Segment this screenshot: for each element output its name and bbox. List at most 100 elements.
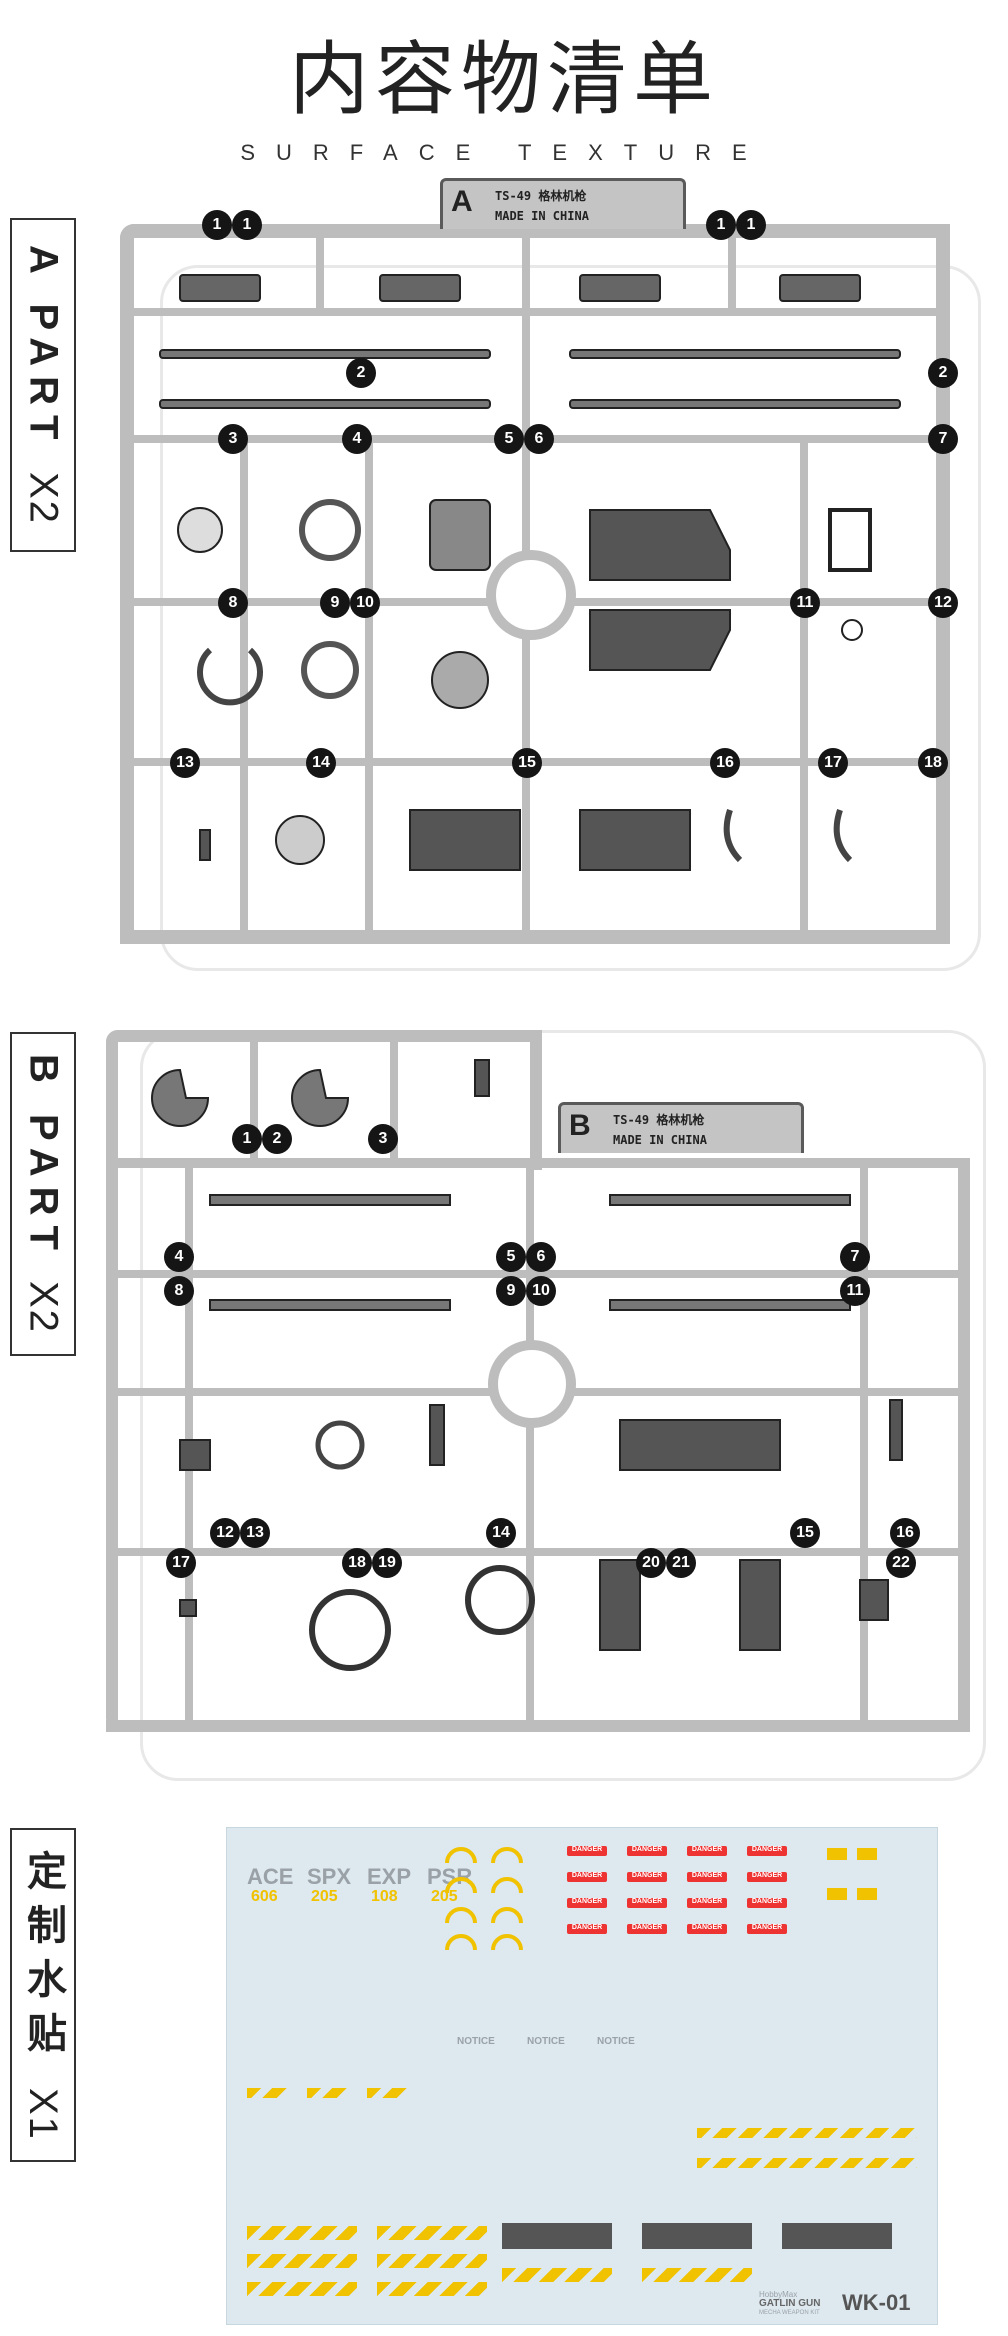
- decal-hazard: [247, 2254, 357, 2268]
- b-tab-letter: B: [569, 1109, 591, 1142]
- a-runner-v5: [365, 435, 373, 944]
- decal-stripe: [697, 2158, 917, 2168]
- b-badge: 14: [486, 1518, 516, 1548]
- a-tab-letter: A: [451, 185, 473, 218]
- danger-tag: DANGER: [687, 1924, 727, 1934]
- b-badge: 20: [636, 1548, 666, 1578]
- decal-brand: HobbyMax: [759, 2290, 798, 2299]
- decal-num: 606: [251, 1888, 278, 1905]
- a-part-label-text: A PART: [21, 245, 66, 450]
- b-part-qty: X2: [21, 1281, 66, 1335]
- decal-name: ACE: [247, 1864, 294, 1889]
- danger-tag: DANGER: [627, 1846, 667, 1856]
- a-badge: 1: [706, 210, 736, 240]
- a-part-sprue: A TS-49 格林机枪 MADE IN CHINA: [110, 178, 990, 980]
- a-runner-v6: [800, 435, 808, 944]
- decal-qty: X1: [21, 2087, 65, 2141]
- decal-label: 定制水贴 X1: [10, 1828, 76, 2162]
- b-runner-v1: [250, 1030, 258, 1158]
- b-badge: 22: [886, 1548, 916, 1578]
- decal-name: EXP: [367, 1864, 412, 1889]
- decal-hazard: [377, 2282, 487, 2296]
- decal-yellow-block: [857, 1848, 877, 1860]
- a-badge: 18: [918, 748, 948, 778]
- decal-hazard: [377, 2254, 487, 2268]
- a-badge: 14: [306, 748, 336, 778]
- a-rod-parts: [159, 349, 901, 409]
- danger-tag: DANGER: [567, 1924, 607, 1934]
- a-badge: 3: [218, 424, 248, 454]
- danger-tag: DANGER: [567, 1846, 607, 1856]
- b-runner-v3: [526, 1158, 534, 1730]
- a-badge: 10: [350, 588, 380, 618]
- b-badge: 7: [840, 1242, 870, 1272]
- a-tab-code: TS-49 格林机枪: [495, 189, 587, 203]
- b-frame-right: [958, 1158, 970, 1730]
- a-badge: 8: [218, 588, 248, 618]
- a-frame-bottom: [120, 930, 950, 944]
- b-badge: 8: [164, 1276, 194, 1306]
- a-badge: 11: [790, 588, 820, 618]
- b-badge: 1: [232, 1124, 262, 1154]
- a-row1-parts: [179, 274, 861, 302]
- decal-hazard: [247, 2226, 357, 2240]
- decal-plate: [642, 2223, 752, 2249]
- decal-hazard: [642, 2268, 752, 2282]
- b-badge: 9: [496, 1276, 526, 1306]
- danger-tag: DANGER: [567, 1898, 607, 1908]
- danger-tag: DANGER: [747, 1846, 787, 1856]
- decal-yellow-block: [827, 1848, 847, 1860]
- decal-sheet: ACE SPX EXP PSR 606 205 108 205 DANGER D…: [226, 1827, 938, 2325]
- decal-num: 108: [371, 1888, 398, 1905]
- a-badge: 17: [818, 748, 848, 778]
- page-title: 内容物清单: [289, 33, 719, 126]
- danger-tag: DANGER: [627, 1898, 667, 1908]
- danger-tag: DANGER: [747, 1898, 787, 1908]
- a-badge: 12: [928, 588, 958, 618]
- b-runner-v2: [390, 1030, 398, 1158]
- b-sprue-tab: B TS-49 格林机枪 MADE IN CHINA: [558, 1102, 804, 1153]
- decal-notice: NOTICE: [457, 2036, 495, 2047]
- a-badge: 16: [710, 748, 740, 778]
- b-badge: 15: [790, 1518, 820, 1548]
- b-badge: 2: [262, 1124, 292, 1154]
- decal-plate: [782, 2223, 892, 2249]
- b-runner-v5: [860, 1158, 868, 1730]
- b-badge: 10: [526, 1276, 556, 1306]
- danger-tag: DANGER: [687, 1846, 727, 1856]
- b-badge: 13: [240, 1518, 270, 1548]
- b-runner-h1: [106, 1158, 970, 1168]
- danger-tag: DANGER: [627, 1924, 667, 1934]
- a-badge: 15: [512, 748, 542, 778]
- a-badge: 7: [928, 424, 958, 454]
- b-frame-mid: [530, 1030, 542, 1170]
- danger-tag: DANGER: [567, 1872, 607, 1882]
- a-badge: 13: [170, 748, 200, 778]
- danger-tag: DANGER: [687, 1898, 727, 1908]
- decal-name: SPX: [307, 1864, 352, 1889]
- decal-hazard: [377, 2226, 487, 2240]
- decal-notice: NOTICE: [597, 2036, 635, 2047]
- danger-tag: DANGER: [747, 1924, 787, 1934]
- a-runner-v4: [240, 435, 248, 944]
- b-badge: 6: [526, 1242, 556, 1272]
- a-center-ring: [486, 550, 576, 640]
- a-ghost-sprue: [160, 265, 981, 971]
- decal-notice: NOTICE: [527, 2036, 565, 2047]
- b-frame-top-left: [106, 1030, 542, 1042]
- a-badge: 4: [342, 424, 372, 454]
- b-frame-bottom: [106, 1720, 970, 1732]
- b-badge: 19: [372, 1548, 402, 1578]
- a-badge: 2: [346, 358, 376, 388]
- b-frame-left: [106, 1030, 118, 1730]
- a-badge: 1: [202, 210, 232, 240]
- a-tab-made: MADE IN CHINA: [495, 209, 589, 223]
- a-badge: 1: [736, 210, 766, 240]
- decal-model-sub: MECHA WEAPON KIT: [759, 2310, 820, 2316]
- decal-label-text: 定制水贴: [21, 1849, 65, 2066]
- decal-plate: [502, 2223, 612, 2249]
- b-badge: 4: [164, 1242, 194, 1272]
- a-runner-v1: [316, 224, 324, 316]
- a-badge: 1: [232, 210, 262, 240]
- b-badge: 17: [166, 1548, 196, 1578]
